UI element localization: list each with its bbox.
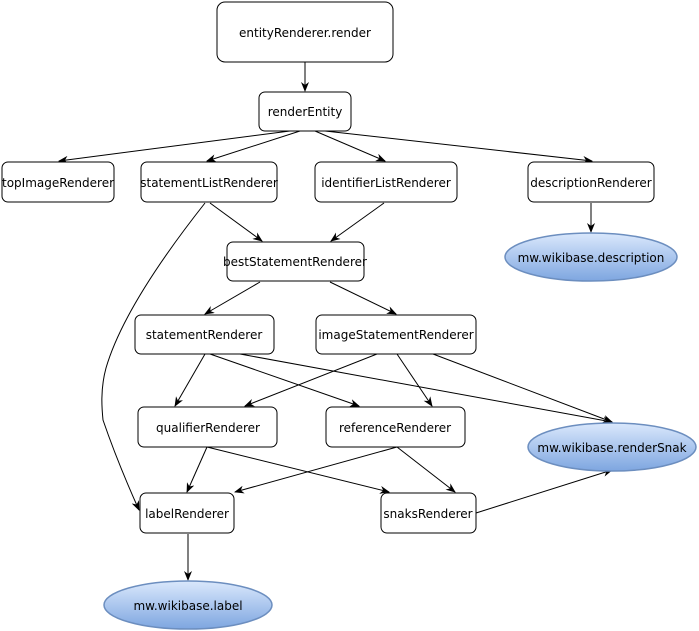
edge-identifierlist-to-beststatement	[330, 202, 385, 242]
node-image-statement-renderer: imageStatementRenderer	[315, 314, 477, 355]
node-label: renderEntity	[268, 105, 343, 119]
node-label: identifierListRenderer	[321, 176, 451, 190]
edge-qualifier-to-label	[186, 446, 208, 493]
node-label-renderer: labelRenderer	[139, 492, 235, 534]
node-description-renderer: descriptionRenderer	[527, 161, 655, 203]
node-label: entityRenderer.render	[239, 26, 371, 40]
node-top-image-renderer: topImageRenderer	[1, 161, 115, 203]
edge-statement-to-reference	[209, 353, 360, 407]
node-render-entity: renderEntity	[258, 91, 352, 132]
edge-reference-to-label	[234, 446, 398, 494]
edge-reference-to-snaks	[396, 446, 456, 493]
node-mw-wikibase-label: mw.wikibase.label	[103, 580, 273, 630]
node-mw-wikibase-render-snak: mw.wikibase.renderSnak	[527, 422, 697, 472]
edge-imagestatement-to-rendersnak	[432, 353, 613, 423]
node-label: mw.wikibase.renderSnak	[537, 441, 686, 455]
node-best-statement-renderer: bestStatementRenderer	[223, 241, 367, 282]
node-label: statementListRenderer	[140, 176, 278, 190]
node-label: mw.wikibase.description	[518, 251, 665, 265]
edge-snaks-to-rendersnak	[475, 468, 613, 514]
node-label: descriptionRenderer	[530, 176, 652, 190]
edge-beststatement-to-statement	[204, 281, 261, 315]
node-label: referenceRenderer	[339, 421, 451, 435]
edge-renderentity-to-topimage	[58, 130, 291, 164]
node-label: mw.wikibase.label	[133, 599, 242, 613]
node-label: statementRenderer	[146, 328, 263, 342]
node-snaks-renderer: snaksRenderer	[380, 492, 477, 534]
node-label: labelRenderer	[145, 507, 229, 521]
edge-statement-to-rendersnak	[239, 353, 613, 425]
edge-statement-to-qualifier	[174, 353, 206, 407]
edge-beststatement-to-imagestatement	[329, 281, 397, 315]
node-label: qualifierRenderer	[156, 421, 260, 435]
node-mw-wikibase-description: mw.wikibase.description	[504, 232, 678, 282]
node-label: snaksRenderer	[383, 507, 472, 521]
edge-statementlist-to-label	[101, 202, 206, 511]
edge-imagestatement-to-reference	[396, 353, 433, 407]
node-reference-renderer: referenceRenderer	[325, 406, 466, 448]
edge-renderentity-to-identifierlist	[314, 130, 386, 162]
edge-qualifier-to-snaks	[206, 446, 390, 494]
node-label: bestStatementRenderer	[223, 255, 367, 269]
node-label: topImageRenderer	[2, 176, 114, 190]
node-qualifier-renderer: qualifierRenderer	[137, 406, 278, 448]
node-entity-renderer-render: entityRenderer.render	[216, 1, 394, 63]
edge-renderentity-to-statementlist	[206, 130, 301, 163]
edge-renderentity-to-description	[324, 130, 593, 164]
node-label: imageStatementRenderer	[318, 328, 473, 342]
node-identifier-list-renderer: identifierListRenderer	[314, 161, 458, 203]
edges	[58, 62, 613, 581]
node-statement-renderer: statementRenderer	[134, 314, 275, 355]
edge-imagestatement-to-qualifier	[244, 353, 378, 407]
node-statement-list-renderer: statementListRenderer	[140, 161, 278, 203]
edge-statementlist-to-beststatement	[209, 202, 263, 242]
